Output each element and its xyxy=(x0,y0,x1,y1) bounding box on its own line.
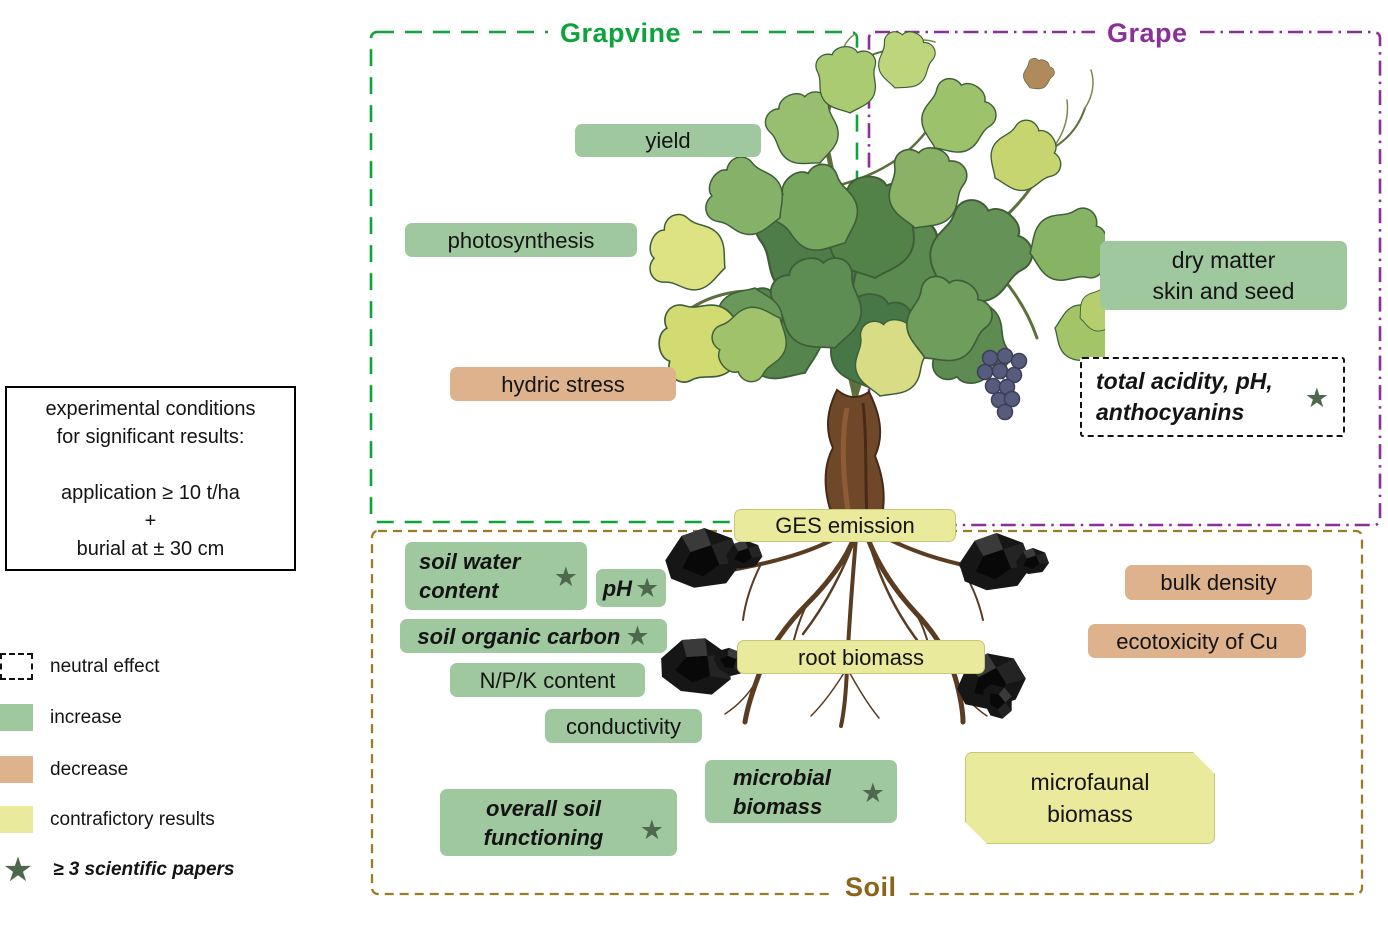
biochar-chunks xyxy=(654,528,1049,723)
label-yield: yield xyxy=(575,124,761,157)
ges-emission-text: GES emission xyxy=(775,513,915,538)
conditions-box: experimental conditions for significant … xyxy=(5,386,296,571)
label-hydric-stress: hydric stress xyxy=(450,367,676,401)
region-title-grapvine: Grapvine xyxy=(548,18,694,49)
label-ges-emission: GES emission xyxy=(734,509,956,542)
soil-organic-carbon-text: soil organic carbon xyxy=(417,623,621,649)
label-ph: pH ★ xyxy=(596,569,666,607)
legend-papers-label: ≥ 3 scientific papers xyxy=(53,859,235,880)
vine-canopy xyxy=(638,28,1105,406)
label-soil-water-content: soil water content ★ xyxy=(405,542,587,610)
ecotoxicity-cu-text: ecotoxicity of Cu xyxy=(1116,628,1278,654)
hydric-stress-text: hydric stress xyxy=(501,371,625,397)
contradictory-swatch xyxy=(0,806,33,833)
legend-increase-label: increase xyxy=(50,706,122,728)
legend-contradictory-label: contrafictory results xyxy=(50,808,215,830)
label-microbial-biomass: microbial biomass ★ xyxy=(705,760,897,823)
label-bulk-density: bulk density xyxy=(1125,565,1312,600)
microbial-biomass-text: microbial biomass xyxy=(733,764,831,819)
scientific-papers-star-icon: ★ xyxy=(625,620,650,651)
npk-content-text: N/P/K content xyxy=(479,667,616,693)
neutral-effect-swatch xyxy=(0,653,33,680)
label-dry-matter: dry matter skin and seed xyxy=(1100,241,1347,310)
dry-matter-text: dry matter skin and seed xyxy=(1152,246,1295,304)
grapevine-illustration xyxy=(638,28,1105,728)
legend-contradictory: contrafictory results xyxy=(0,806,215,833)
legend-neutral-effect: neutral effect xyxy=(0,653,160,680)
scientific-papers-star-icon: ★ xyxy=(635,572,660,603)
root-biomass-text: root biomass xyxy=(798,644,924,670)
grape-cluster xyxy=(976,347,1028,421)
ph-text: pH xyxy=(602,575,633,601)
bulk-density-text: bulk density xyxy=(1160,570,1277,595)
conditions-text: experimental conditions for significant … xyxy=(45,397,256,560)
region-title-grape: Grape xyxy=(1095,18,1200,49)
increase-swatch xyxy=(0,704,33,731)
label-photosynthesis: photosynthesis xyxy=(405,223,637,257)
photosynthesis-text: photosynthesis xyxy=(447,227,595,253)
scientific-papers-star-icon: ★ xyxy=(1304,383,1329,413)
label-npk-content: N/P/K content xyxy=(450,663,645,697)
soil-water-content-text: soil water content xyxy=(419,549,521,603)
label-root-biomass: root biomass xyxy=(737,640,985,674)
legend-decrease: decrease xyxy=(0,756,128,783)
label-microfaunal-biomass: microfaunal biomass xyxy=(965,752,1215,844)
legend-neutral-label: neutral effect xyxy=(50,655,160,677)
yield-text: yield xyxy=(645,128,691,153)
legend-scientific-papers: ★ ≥ 3 scientific papers xyxy=(0,853,235,887)
region-title-soil: Soil xyxy=(833,872,909,903)
label-conductivity: conductivity xyxy=(545,709,702,743)
scientific-papers-star-icon: ★ xyxy=(553,562,578,592)
overall-soil-functioning-text: overall soil functioning xyxy=(483,795,604,850)
decrease-swatch xyxy=(0,756,33,783)
scientific-papers-star-icon: ★ xyxy=(860,778,885,808)
vine-trunk xyxy=(824,388,885,526)
label-overall-soil-functioning: overall soil functioning ★ xyxy=(440,789,677,856)
scientific-papers-star-icon: ★ xyxy=(2,851,34,889)
conductivity-text: conductivity xyxy=(566,713,681,739)
label-total-acidity: total acidity, pH, anthocyanins ★ xyxy=(1080,357,1345,437)
legend-increase: increase xyxy=(0,704,122,731)
label-ecotoxicity-cu: ecotoxicity of Cu xyxy=(1088,624,1306,658)
label-soil-organic-carbon: soil organic carbon ★ xyxy=(400,619,667,653)
legend-decrease-label: decrease xyxy=(50,758,129,780)
microfaunal-biomass-text: microfaunal biomass xyxy=(1030,769,1150,827)
scientific-papers-star-icon: ★ xyxy=(639,815,664,845)
total-acidity-text: total acidity, pH, anthocyanins xyxy=(1096,368,1273,425)
